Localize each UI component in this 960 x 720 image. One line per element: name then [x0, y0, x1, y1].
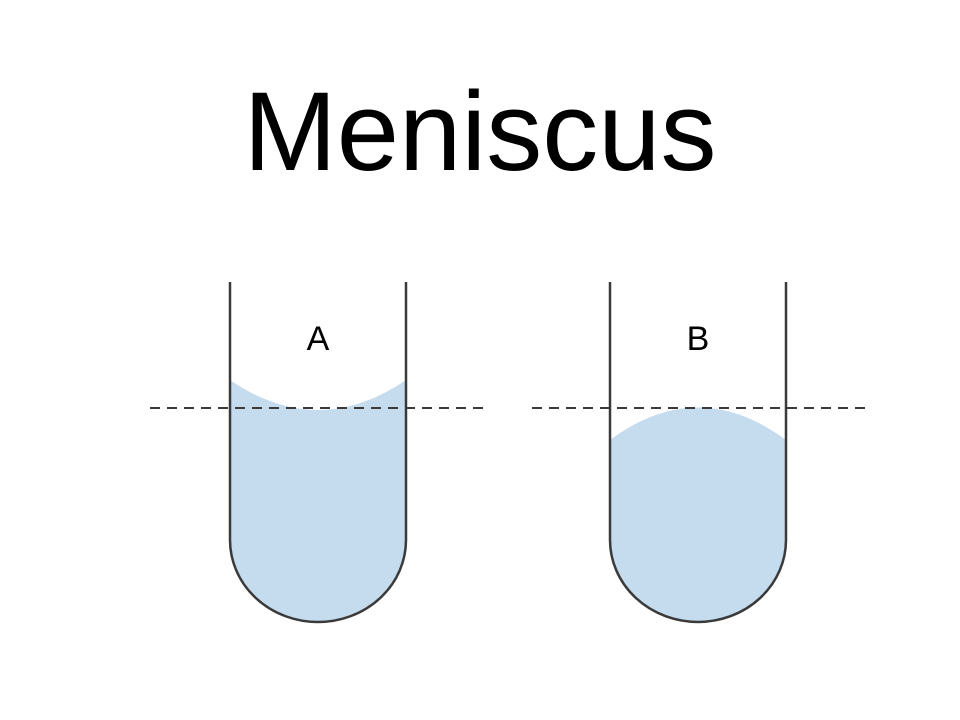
tube-a: A [228, 282, 408, 624]
tube-b-outline [608, 282, 788, 624]
tube-b-liquid [610, 407, 786, 622]
tube-b-label: B [687, 320, 710, 358]
tube-b: B [608, 282, 788, 624]
tube-a-label: A [307, 320, 330, 358]
tube-a-outline [228, 282, 408, 624]
page-title: Meniscus [243, 69, 717, 194]
tube-a-liquid [230, 380, 406, 622]
